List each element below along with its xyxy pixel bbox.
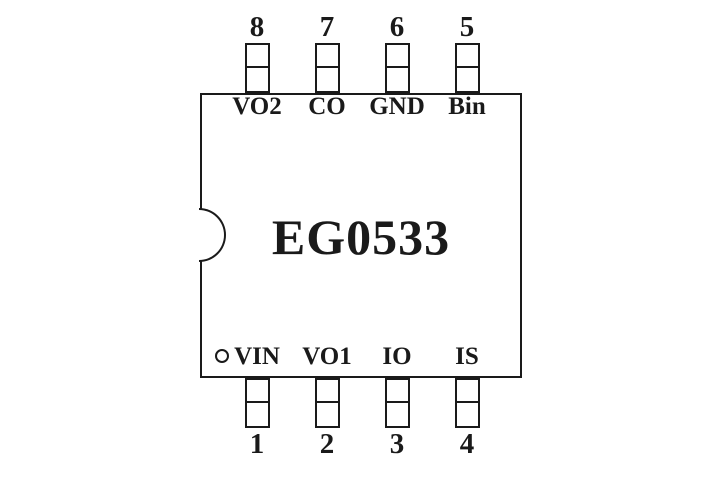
pin-number: 1	[249, 428, 265, 460]
pin-label-vin: VIN	[234, 343, 280, 370]
pin-number: 3	[389, 428, 405, 460]
pin-lead-midline	[386, 401, 408, 404]
pin-lead-midline	[386, 66, 408, 69]
pin-label-is: IS	[455, 343, 479, 370]
pin-number: 7	[319, 11, 335, 43]
pin-lead	[314, 378, 340, 428]
pin1-marker-icon	[215, 349, 229, 363]
pin-lead	[244, 378, 270, 428]
chip-title: EG0533	[271, 209, 451, 265]
pin-lead-midline	[246, 401, 268, 404]
pin-label-co: CO	[308, 93, 346, 120]
chip-body: EG0533	[199, 93, 522, 378]
pin-label-vo1: VO1	[302, 343, 352, 370]
pin-lead-midline	[246, 66, 268, 69]
pin-number: 4	[459, 428, 475, 460]
pin-1: 1	[222, 378, 292, 460]
pin-number: 8	[249, 11, 265, 43]
pin-lead-midline	[316, 401, 338, 404]
pin-4: 4	[432, 378, 502, 460]
pin-label-vo2: VO2	[232, 93, 282, 120]
pin-number: 5	[459, 11, 475, 43]
pin-lead	[384, 43, 410, 93]
pin-number: 6	[389, 11, 405, 43]
pin-lead	[384, 378, 410, 428]
pin-lead	[244, 43, 270, 93]
pin-3: 3	[362, 378, 432, 460]
pin-lead-midline	[456, 401, 478, 404]
pin-label-bin: Bin	[448, 93, 486, 120]
pin-number: 2	[319, 428, 335, 460]
pin-lead-midline	[456, 66, 478, 69]
pin-2: 2	[292, 378, 362, 460]
pin-6: 6	[362, 11, 432, 93]
pin-lead	[454, 378, 480, 428]
pin-label-io: IO	[382, 343, 412, 370]
pin-5: 5	[432, 11, 502, 93]
pin-lead	[454, 43, 480, 93]
pin-8: 8	[222, 11, 292, 93]
pin-lead	[314, 43, 340, 93]
pin-label-gnd: GND	[369, 93, 425, 120]
pin-lead-midline	[316, 66, 338, 69]
pin-7: 7	[292, 11, 362, 93]
